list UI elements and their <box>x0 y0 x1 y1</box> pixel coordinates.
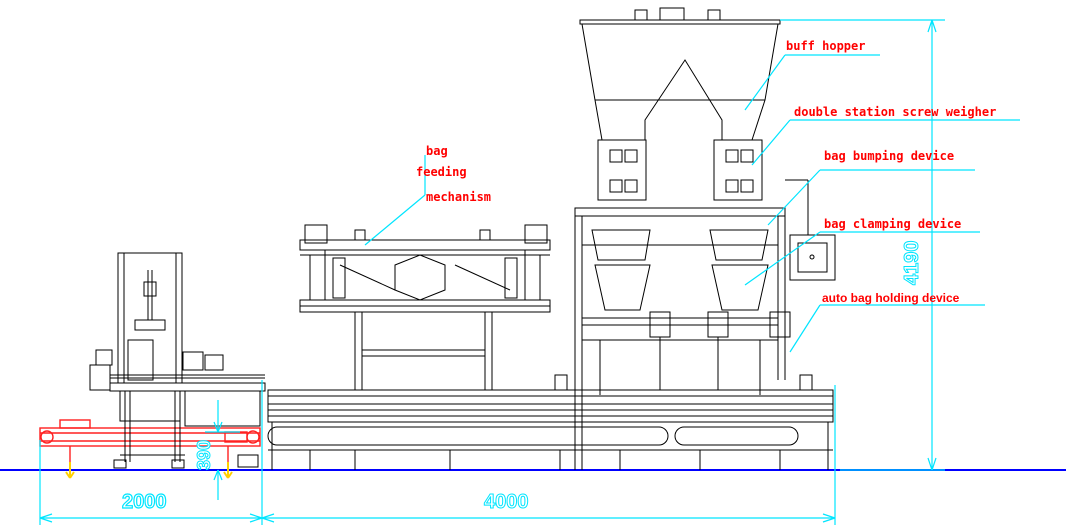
label-double-station-weigher: double station screw weigher <box>794 105 996 119</box>
main-conveyor-base <box>267 389 834 470</box>
dimension-2000: 2000 <box>122 491 167 513</box>
label-bag-feeding-line2: feeding <box>416 165 467 179</box>
leader-lines <box>364 54 1020 353</box>
bag-feed-conveyor <box>39 419 261 465</box>
conveyor-feet <box>65 462 233 479</box>
weigher-tower-drawing <box>554 7 836 470</box>
conveyor-height-dimension <box>205 400 240 500</box>
dimension-390: 390 <box>194 440 214 470</box>
label-bag-bumping-device: bag bumping device <box>824 149 954 163</box>
label-bag-clamping-device: bag clamping device <box>824 217 961 231</box>
label-bag-feeding-line1: bag <box>426 144 448 158</box>
bag-feeding-mechanism-drawing <box>299 224 551 390</box>
label-auto-bag-holding: auto bag holding device <box>822 291 960 305</box>
dimension-4000: 4000 <box>484 491 529 513</box>
label-bag-feeding-line3: mechanism <box>426 190 491 204</box>
dimension-4190: 4190 <box>901 241 923 286</box>
label-buff-hopper: buff hopper <box>786 39 865 53</box>
bag-magazine-frame <box>89 252 266 469</box>
dimension-lines <box>39 19 945 525</box>
